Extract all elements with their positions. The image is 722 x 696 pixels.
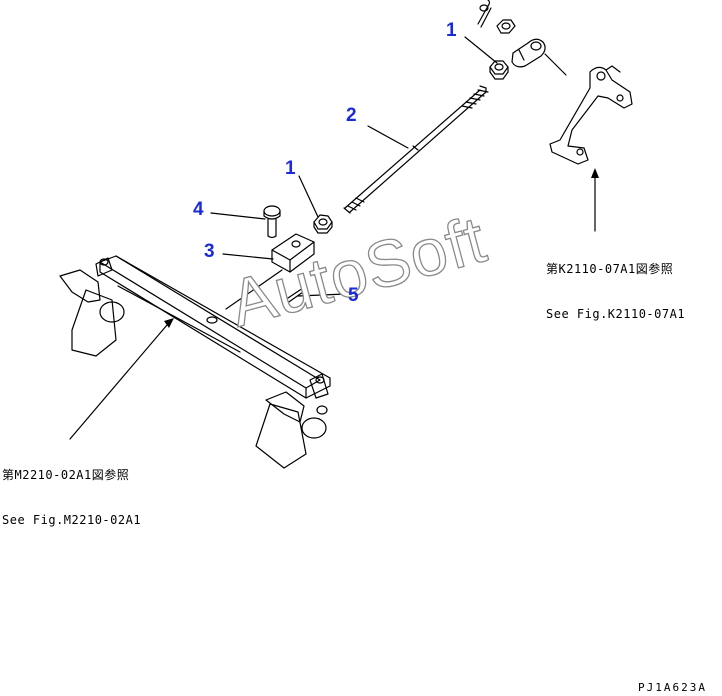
nut-part1-lower [313,214,333,234]
callout-4: 4 [193,199,204,220]
block-part3 [271,233,315,273]
nut-top [496,19,516,34]
support-right [255,373,329,469]
support-left [59,257,125,357]
callout-1-mid: 1 [285,158,296,179]
pin-part5 [281,288,304,305]
ref-k2110-jp: 第K2110-07A1図参照 [546,262,674,276]
nut-part1-upper [489,60,509,80]
ref-m2210: 第M2210-02A1図参照 See Fig.M2210-02A1 [2,438,141,543]
callout-5: 5 [348,285,359,306]
arrowheads [164,168,599,328]
ref-k2110-en: See Fig.K2110-07A1 [546,307,686,321]
bolt-part4 [263,205,281,239]
rod-end-clevis [511,38,546,68]
rod-part2 [343,85,489,214]
callout-3: 3 [204,241,215,262]
callout-2: 2 [346,105,357,126]
ref-m2210-jp: 第M2210-02A1図参照 [2,468,130,482]
cotter-pin-top [477,0,492,28]
lever-bracket [549,65,633,165]
ref-k2110: 第K2110-07A1図参照 See Fig.K2110-07A1 [546,232,685,337]
leader-lines [69,36,596,440]
ref-m2210-en: See Fig.M2210-02A1 [2,513,142,527]
callout-1-top: 1 [446,20,457,41]
drawing-code: PJ1A623A [638,681,707,694]
axle-beam [99,255,331,399]
